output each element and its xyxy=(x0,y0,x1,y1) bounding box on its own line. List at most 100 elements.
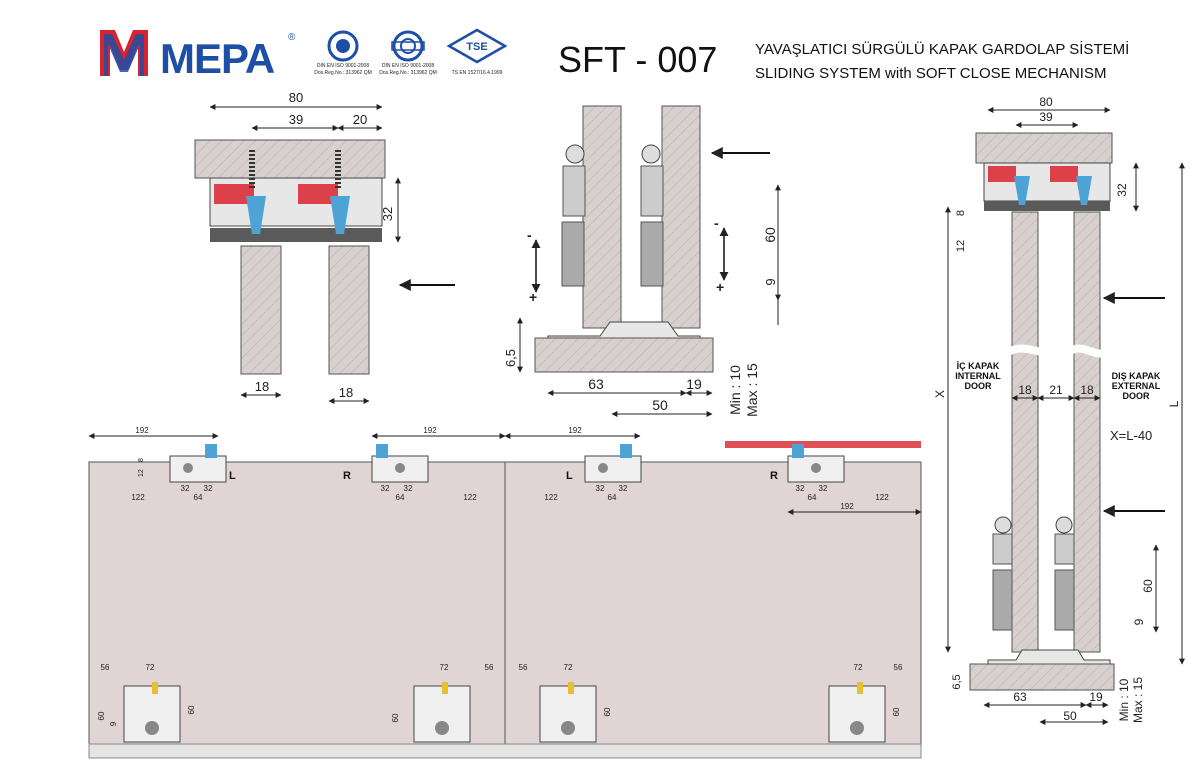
front-elevation: 192 192 192 192 L 8 12 32 32 64 122 R 32… xyxy=(88,426,922,759)
bottom-guide-2: 72 56 60 xyxy=(391,663,494,743)
external-door-label: DOOR xyxy=(1123,391,1151,401)
dim-9: 9 xyxy=(1132,618,1146,625)
dim-60: 60 xyxy=(97,711,106,720)
section-a-top-profile: 80 39 20 32 18 18 xyxy=(194,90,455,404)
dim-64: 64 xyxy=(608,493,617,502)
dim-50: 50 xyxy=(652,397,668,413)
dim-32: 32 xyxy=(381,484,390,493)
dim-32: 32 xyxy=(1115,183,1129,197)
max-thickness: Max : 15 xyxy=(744,363,760,417)
cert-badge-1: DIN EN ISO 9001-2008 Dos.Reg.No.: 313962… xyxy=(314,30,372,76)
dim-6-5: 6,5 xyxy=(951,674,963,689)
formula-x: X=L-40 xyxy=(1110,428,1152,443)
cert-caption: Dos.Reg.No.: 313962 QM xyxy=(314,70,372,76)
dim-32: 32 xyxy=(796,484,805,493)
dim-21: 21 xyxy=(1049,383,1063,397)
dim-60: 60 xyxy=(1141,579,1155,593)
dim-20: 20 xyxy=(353,112,367,127)
dim-122: 122 xyxy=(463,493,477,502)
bottom-guide-3: 56 72 60 xyxy=(519,663,612,743)
dim-192: 192 xyxy=(568,426,582,435)
max-thickness: Max : 15 xyxy=(1131,677,1145,723)
dim-192: 192 xyxy=(840,502,854,511)
section-b-bottom-guide: - + - + 60 9 6,5 63 19 50 Min : 10 Max :… xyxy=(503,105,781,417)
dim-63: 63 xyxy=(1013,690,1027,704)
dim-9: 9 xyxy=(763,278,778,285)
dim-12: 12 xyxy=(955,240,967,252)
top-hanger-4: R 32 32 64 122 xyxy=(770,444,889,502)
cert-badge-tse: TSE TS EN 1527/16.4.1999 xyxy=(446,28,508,76)
bottom-guide-4: 72 56 60 xyxy=(828,663,903,743)
dim-60: 60 xyxy=(391,713,400,722)
cert-caption: DIN EN ISO 9001-2008 xyxy=(382,63,434,69)
cert-caption: DIN EN ISO 9001-2008 xyxy=(317,63,369,69)
dim-19: 19 xyxy=(1089,690,1103,704)
dim-72: 72 xyxy=(854,663,863,672)
dim-18-right: 18 xyxy=(1080,383,1094,397)
product-code: SFT - 007 xyxy=(558,39,717,80)
external-door-label: EXTERNAL xyxy=(1112,381,1161,391)
dim-32: 32 xyxy=(404,484,413,493)
dim-18-left: 18 xyxy=(1018,383,1032,397)
dim-19: 19 xyxy=(686,376,702,392)
dim-56: 56 xyxy=(894,663,903,672)
dim-39: 39 xyxy=(289,112,303,127)
dim-64: 64 xyxy=(396,493,405,502)
dim-l: L xyxy=(1167,400,1181,407)
dim-50: 50 xyxy=(1063,709,1077,723)
dim-39: 39 xyxy=(1039,110,1053,124)
dim-8: 8 xyxy=(955,210,967,216)
section-c-full-height: 80 39 32 8 12 X L İÇ KAPAK INTERNAL DOOR… xyxy=(933,95,1185,725)
dim-18-left: 18 xyxy=(255,379,269,394)
internal-door-label: İÇ KAPAK xyxy=(957,361,1000,371)
dim-63: 63 xyxy=(588,376,604,392)
plus-sign: + xyxy=(716,279,724,295)
dim-6-5: 6,5 xyxy=(503,349,518,367)
dim-18-right: 18 xyxy=(339,385,353,400)
dim-192: 192 xyxy=(135,426,149,435)
side-letter: R xyxy=(770,470,778,482)
cert-caption: TS EN 1527/16.4.1999 xyxy=(452,70,503,76)
dim-32: 32 xyxy=(819,484,828,493)
brand-logo: MEPA ® xyxy=(100,24,296,82)
plus-sign: + xyxy=(529,289,537,305)
dim-72: 72 xyxy=(440,663,449,672)
brand-name: MEPA xyxy=(160,35,275,82)
external-door-label: DIŞ KAPAK xyxy=(1112,371,1161,381)
title-english: SLIDING SYSTEM with SOFT CLOSE MECHANISM xyxy=(755,65,1106,82)
dim-32: 32 xyxy=(596,484,605,493)
dim-9: 9 xyxy=(109,721,118,726)
dim-8: 8 xyxy=(138,458,145,462)
dim-80: 80 xyxy=(1039,95,1053,109)
top-hanger-1: L 8 12 32 32 64 122 xyxy=(131,444,236,502)
dim-60: 60 xyxy=(892,707,901,716)
dim-32: 32 xyxy=(204,484,213,493)
dim-64: 64 xyxy=(194,493,203,502)
min-thickness: Min : 10 xyxy=(727,365,743,415)
dim-60: 60 xyxy=(762,227,778,243)
top-hanger-2: R 32 32 64 122 xyxy=(343,444,477,502)
internal-door-label: INTERNAL xyxy=(955,371,1001,381)
dim-64: 64 xyxy=(808,493,817,502)
dim-80: 80 xyxy=(289,90,303,105)
title-turkish: YAVAŞLATICI SÜRGÜLÜ KAPAK GARDOLAP SİSTE… xyxy=(755,40,1129,58)
side-letter: R xyxy=(343,470,351,482)
dim-x: X xyxy=(933,390,947,398)
minus-sign: - xyxy=(714,215,719,231)
min-thickness: Min : 10 xyxy=(1117,678,1131,721)
cert-badge-2: DIN EN ISO 9001-2008 Dos.Reg.No.: 313962… xyxy=(379,30,437,76)
dim-60: 60 xyxy=(187,705,196,714)
dim-122: 122 xyxy=(544,493,558,502)
dim-122: 122 xyxy=(875,493,889,502)
minus-sign: - xyxy=(527,227,532,243)
dim-56: 56 xyxy=(485,663,494,672)
dim-192: 192 xyxy=(423,426,437,435)
dim-72: 72 xyxy=(564,663,573,672)
dim-56: 56 xyxy=(519,663,528,672)
dim-32: 32 xyxy=(181,484,190,493)
dim-122: 122 xyxy=(131,493,145,502)
top-hanger-3: L 32 32 64 122 xyxy=(544,444,642,502)
side-letter: L xyxy=(566,470,573,482)
dim-72: 72 xyxy=(146,663,155,672)
